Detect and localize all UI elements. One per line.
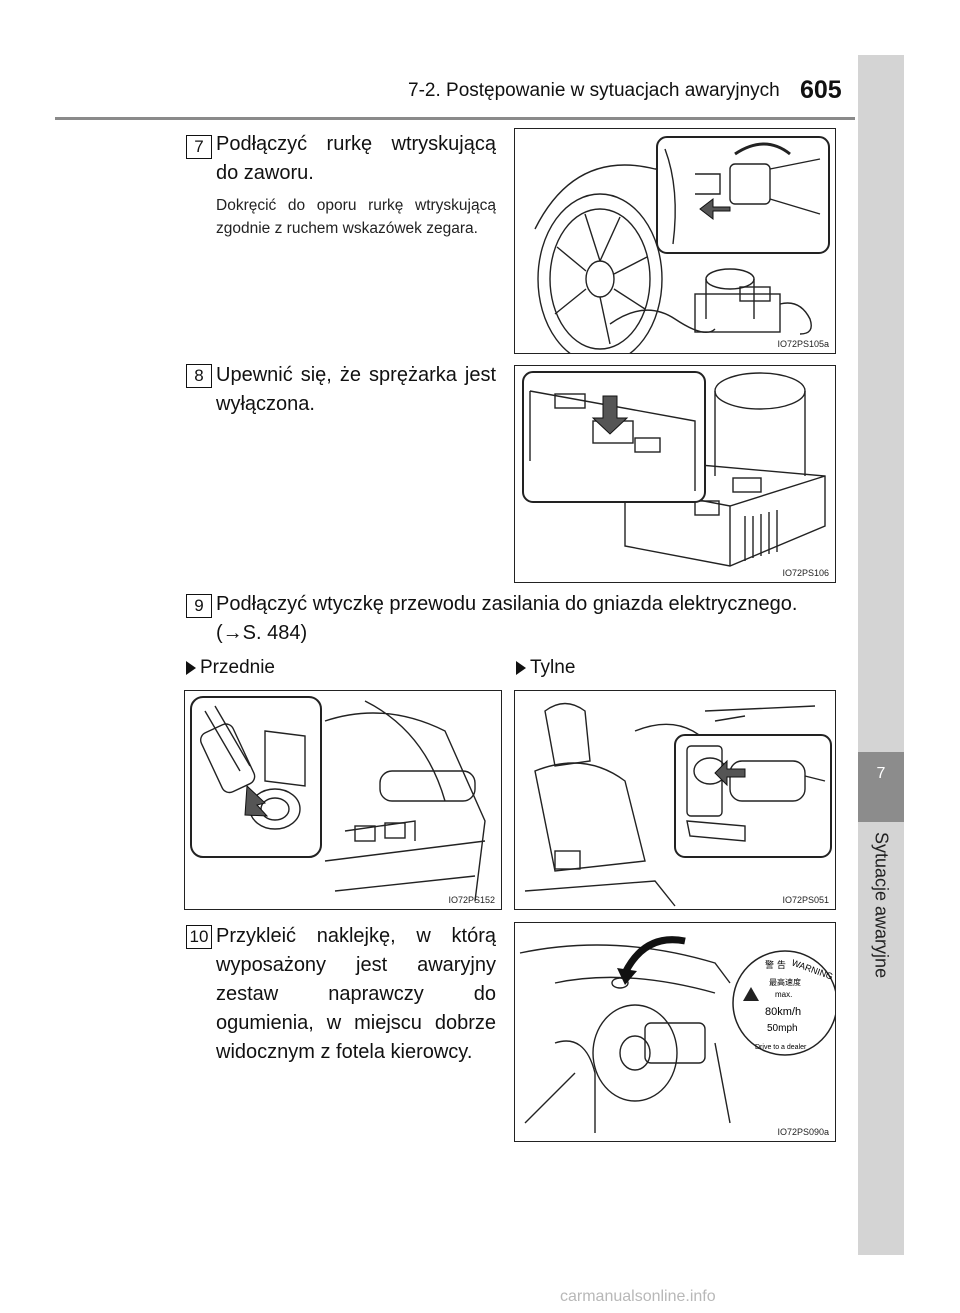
triangle-bullet-icon: [186, 660, 196, 675]
step-number: 7: [186, 135, 212, 159]
sticker-jp-speed: 最高速度: [769, 977, 801, 987]
front-socket-illustration: [190, 696, 486, 902]
sticker-max: max.: [775, 990, 792, 999]
option-front: Przednie: [186, 657, 275, 679]
step-text: Podłączyć rurkę wtryskującą do zaworu.: [216, 133, 496, 184]
header-rule: [55, 117, 855, 120]
page-reference[interactable]: S. 484: [242, 622, 301, 644]
dashboard-illustration: 警 告 WARNING 最高速度 max. 80km/h 50mph Drive…: [519, 936, 835, 1133]
step-text: Upewnić się, że sprężarka jest wyłączona…: [216, 364, 496, 415]
figure-front-socket: IO72PS152: [184, 690, 502, 910]
section-title: 7-2. Postępowanie w sytuacjach awaryjnyc…: [408, 80, 780, 101]
option-label: Przednie: [200, 657, 275, 678]
step-note: Dokręcić do oporu rurkę wtryskującą zgod…: [216, 197, 496, 237]
figure-code: IO72PS051: [782, 895, 829, 905]
chapter-sidebar: [858, 55, 904, 1255]
figure-code: IO72PS105a: [777, 339, 829, 349]
ref-arrow: →: [222, 622, 243, 644]
triangle-bullet-icon: [516, 660, 526, 675]
compressor-switch-illustration: [522, 371, 826, 567]
figure-code: IO72PS106: [782, 568, 829, 578]
footer-watermark: carmanualsonline.info: [560, 1288, 716, 1305]
sticker-drive: Drive to a dealer: [755, 1044, 807, 1051]
chapter-number: 7: [876, 765, 886, 782]
step-number: 9: [186, 594, 212, 618]
rear-socket-illustration: [524, 702, 832, 907]
chapter-title: Sytuacje awaryjne: [860, 832, 902, 1162]
valve-hose-illustration: [534, 136, 830, 353]
figure-code: IO72PS152: [448, 895, 495, 905]
option-rear: Tylne: [516, 657, 575, 679]
figure-rear-socket: IO72PS051: [514, 690, 836, 910]
figure-code: IO72PS090a: [777, 1127, 829, 1137]
figure-valve-hose: IO72PS105a: [514, 128, 836, 354]
step-text-main: Podłączyć wtyczkę przewodu zasilania do …: [216, 593, 798, 615]
page-number: 605: [800, 76, 842, 104]
step-text: Podłączyć wtyczkę przewodu zasilania do …: [216, 593, 798, 644]
chapter-tab: [858, 752, 904, 822]
sticker-mph: 50mph: [767, 1023, 798, 1034]
sticker-jp-top: 警 告: [765, 959, 786, 971]
step-number: 10: [186, 925, 212, 949]
option-label: Tylne: [530, 657, 576, 678]
chapter-title-text: Sytuacje awaryjne: [871, 832, 892, 979]
sticker-kmh: 80km/h: [765, 1006, 801, 1018]
step-text: Przykleić naklejkę, w którą wyposażony j…: [216, 925, 496, 1063]
figure-sticker-placement: 警 告 WARNING 最高速度 max. 80km/h 50mph Drive…: [514, 922, 836, 1142]
figure-compressor-switch: IO72PS106: [514, 365, 836, 583]
step-number: 8: [186, 364, 212, 388]
